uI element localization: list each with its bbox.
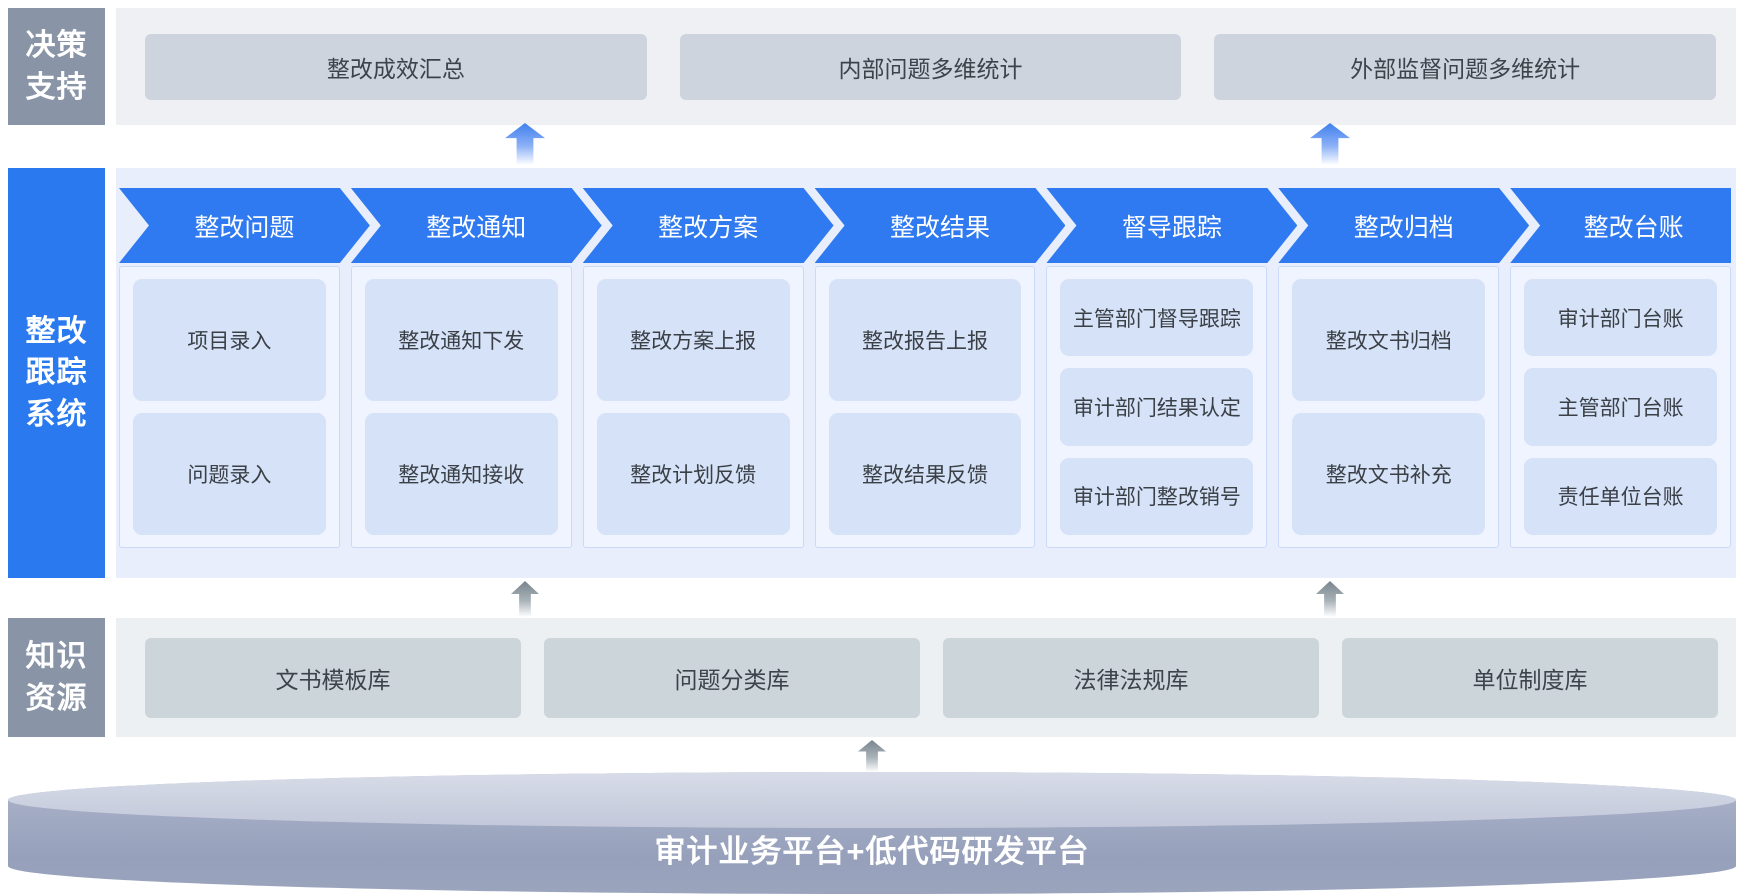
decision-box: 整改成效汇总 <box>145 33 647 100</box>
stage-item-box: 责任单位台账 <box>1524 457 1718 535</box>
knowledge-box: 问题分类库 <box>544 637 920 718</box>
knowledge-resources-label-line1: 知识 <box>25 640 88 674</box>
decision-box: 内部问题多维统计 <box>679 33 1182 100</box>
decision-support-label-line2: 支持 <box>25 70 88 104</box>
stage-chevron-header: 整改问题 <box>119 188 370 263</box>
stage-column: 督导跟踪 主管部门督导跟踪 审计部门结果认定 审计部门整改销号 <box>1046 188 1267 548</box>
tracking-system-label: 整改 跟踪 系统 <box>8 168 105 578</box>
stage-chevron-header: 整改通知 <box>351 188 602 263</box>
decision-support-label: 决策 支持 <box>8 8 105 125</box>
knowledge-resources-label: 知识 资源 <box>8 618 105 737</box>
stage-item-box: 项目录入 <box>133 279 326 401</box>
stage-item-box: 整改报告上报 <box>828 279 1022 401</box>
stage-chevron-header: 整改方案 <box>583 188 834 263</box>
stage-row: 整改问题 项目录入 问题录入 整改通知 整改通知下发 <box>116 168 1736 548</box>
stage-item-box: 整改通知下发 <box>364 279 558 401</box>
tracking-system-band: 整改问题 项目录入 问题录入 整改通知 整改通知下发 <box>116 168 1736 578</box>
platform-cylinder-top <box>8 772 1736 828</box>
stage-item-box: 整改计划反馈 <box>596 413 790 535</box>
stage-column: 整改归档 整改文书归档 整改文书补充 <box>1278 188 1499 548</box>
stage-column: 整改通知 整改通知下发 整改通知接收 <box>350 188 572 548</box>
decision-support-band: 整改成效汇总 内部问题多维统计 外部监督问题多维统计 <box>116 8 1736 125</box>
stage-panel: 整改方案上报 整改计划反馈 <box>582 266 804 548</box>
up-arrow-gray-right <box>1316 581 1344 617</box>
platform-label: 审计业务平台+低代码研发平台 <box>654 834 1090 869</box>
knowledge-box: 法律法规库 <box>943 637 1319 718</box>
knowledge-resources-band: 文书模板库 问题分类库 法律法规库 单位制度库 <box>116 618 1736 737</box>
stage-item-box: 整改方案上报 <box>596 279 790 401</box>
up-arrow-blue-right <box>1310 123 1350 165</box>
stage-column: 整改结果 整改报告上报 整改结果反馈 <box>814 188 1036 548</box>
up-arrow-gray-center <box>858 740 886 772</box>
stage-panel: 审计部门台账 主管部门台账 责任单位台账 <box>1510 266 1732 548</box>
stage-item-box: 审计部门整改销号 <box>1060 457 1254 535</box>
stage-panel: 项目录入 问题录入 <box>119 266 340 548</box>
stage-item-box: 主管部门台账 <box>1524 368 1718 446</box>
stage-item-box: 整改文书补充 <box>1292 413 1486 535</box>
stage-item-box: 整改通知接收 <box>364 413 558 535</box>
stage-column: 整改方案 整改方案上报 整改计划反馈 <box>582 188 804 548</box>
stage-column: 整改台账 审计部门台账 主管部门台账 责任单位台账 <box>1510 188 1732 548</box>
stage-chevron-header: 督导跟踪 <box>1046 188 1297 263</box>
stage-item-box: 整改结果反馈 <box>828 413 1022 535</box>
knowledge-box: 文书模板库 <box>145 637 521 718</box>
knowledge-box: 单位制度库 <box>1342 637 1718 718</box>
tracking-system-label-line2: 跟踪 <box>25 356 88 390</box>
knowledge-box-row: 文书模板库 问题分类库 法律法规库 单位制度库 <box>116 618 1736 737</box>
stage-chevron-header: 整改台账 <box>1510 188 1732 263</box>
up-arrow-blue-left <box>505 123 545 165</box>
stage-panel: 整改报告上报 整改结果反馈 <box>814 266 1036 548</box>
stage-panel: 整改通知下发 整改通知接收 <box>350 266 572 548</box>
stage-item-box: 问题录入 <box>133 413 326 535</box>
decision-box: 外部监督问题多维统计 <box>1214 33 1717 100</box>
knowledge-resources-label-line2: 资源 <box>25 681 88 715</box>
stage-chevron-header: 整改归档 <box>1278 188 1529 263</box>
tracking-system-label-line3: 系统 <box>25 397 88 431</box>
stage-chevron-header: 整改结果 <box>815 188 1066 263</box>
stage-item-box: 整改文书归档 <box>1292 279 1486 401</box>
decision-support-label-line1: 决策 <box>25 29 88 63</box>
tracking-system-label-line1: 整改 <box>25 314 88 348</box>
stage-panel: 整改文书归档 整改文书补充 <box>1278 266 1500 548</box>
stage-column: 整改问题 项目录入 问题录入 <box>119 188 340 548</box>
stage-panel: 主管部门督导跟踪 审计部门结果认定 审计部门整改销号 <box>1046 266 1268 548</box>
stage-item-box: 审计部门台账 <box>1524 279 1718 357</box>
stage-item-box: 审计部门结果认定 <box>1060 368 1254 446</box>
stage-item-box: 主管部门督导跟踪 <box>1060 279 1254 357</box>
decision-box-row: 整改成效汇总 内部问题多维统计 外部监督问题多维统计 <box>116 8 1736 125</box>
up-arrow-gray-left <box>511 581 539 617</box>
